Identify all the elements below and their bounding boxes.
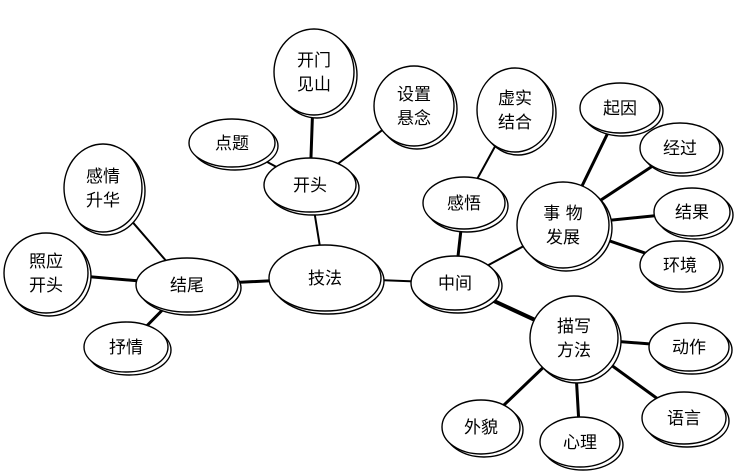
- node-ellipse: [188, 118, 276, 168]
- node-cause: 起因: [579, 82, 664, 137]
- node-label: 点题: [215, 134, 249, 154]
- node-opening: 开头: [263, 157, 360, 216]
- node-ellipse: [410, 255, 500, 311]
- node-center: 技法: [268, 244, 385, 315]
- node-ellipse: [529, 295, 619, 381]
- node-ellipse: [268, 244, 382, 312]
- node-ellipse: [641, 391, 727, 445]
- node-action: 动作: [648, 322, 733, 375]
- node-point-theme: 点题: [188, 118, 279, 171]
- node-label: 感悟: [447, 194, 481, 214]
- node-label: 结果: [675, 203, 709, 223]
- node-ellipse: [579, 82, 661, 134]
- node-label: 照应: [29, 252, 63, 272]
- node-ellipse: [273, 28, 355, 116]
- node-reflection: 感悟: [422, 176, 509, 233]
- node-event-dev: 事 物发展: [516, 181, 613, 272]
- node-label: 悬念: [397, 108, 431, 129]
- node-label: 抒情: [109, 338, 143, 358]
- node-label: 开头: [293, 176, 327, 196]
- node-label: 结合: [498, 113, 532, 133]
- node-ending: 结尾: [135, 257, 242, 316]
- node-label: 方法: [557, 341, 591, 361]
- node-ellipse: [653, 187, 731, 237]
- node-label: 描写: [557, 317, 591, 337]
- node-label: 感情: [86, 167, 120, 187]
- node-ellipse: [441, 399, 521, 455]
- node-label: 技法: [308, 269, 342, 289]
- node-label: 设置: [397, 85, 431, 105]
- node-label: 虚实: [498, 89, 532, 109]
- node-ellipse: [373, 65, 455, 147]
- node-label: 动作: [672, 338, 706, 358]
- node-result: 结果: [653, 187, 734, 240]
- node-ellipse: [422, 176, 506, 230]
- node-label: 发展: [546, 228, 580, 248]
- node-ellipse: [516, 181, 610, 269]
- node-middle: 中间: [410, 255, 503, 314]
- node-label: 开头: [29, 276, 63, 296]
- node-label: 经过: [663, 139, 697, 159]
- node-label: 升华: [86, 191, 120, 211]
- node-label: 中间: [438, 274, 472, 294]
- node-ellipse: [539, 416, 621, 468]
- node-label: 心理: [563, 433, 597, 453]
- node-label: 开门: [297, 51, 331, 71]
- node-psychology: 心理: [539, 416, 624, 471]
- node-ellipse: [476, 67, 554, 153]
- node-ellipse: [83, 321, 169, 373]
- node-label: 环境: [663, 256, 697, 276]
- node-process: 经过: [639, 122, 724, 177]
- node-label: 起因: [603, 99, 637, 119]
- node-label: 事 物: [543, 204, 582, 224]
- node-ellipse: [639, 240, 721, 290]
- node-label: 见山: [297, 75, 331, 95]
- node-label: 外貌: [464, 418, 498, 438]
- node-ellipse: [63, 143, 143, 233]
- node-ellipse: [648, 322, 730, 372]
- node-ellipse: [3, 232, 89, 314]
- node-environment: 环境: [639, 240, 724, 293]
- node-lyric: 抒情: [83, 321, 172, 376]
- node-label: 语言: [667, 409, 701, 429]
- node-ellipse: [135, 257, 239, 313]
- node-appearance: 外貌: [441, 399, 524, 458]
- node-speech: 语言: [641, 391, 730, 448]
- node-ellipse: [263, 157, 357, 213]
- node-label: 结尾: [170, 276, 204, 296]
- node-ellipse: [639, 122, 721, 174]
